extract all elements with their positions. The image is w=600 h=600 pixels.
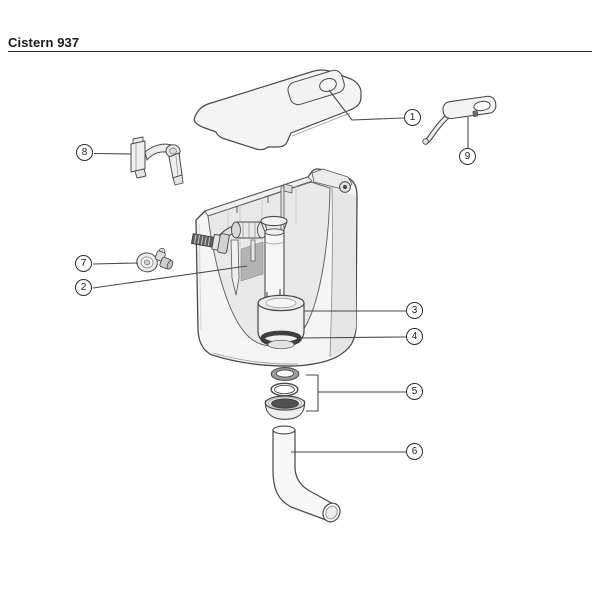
lever-bracket-drawing [130, 136, 184, 186]
fill-valve-drawing [191, 221, 267, 296]
flush-pipe-drawing [272, 425, 341, 523]
callout-6: 6 [406, 443, 423, 460]
callout-1: 1 [404, 109, 421, 126]
overflow-tube-drawing [260, 183, 293, 298]
callout-7: 7 [75, 255, 92, 272]
callout-3: 3 [406, 302, 423, 319]
page-title: Cistern 937 [8, 35, 80, 50]
callout-2: 2 [75, 279, 92, 296]
inlet-screw-drawing [136, 247, 174, 273]
leader-lines [92, 89, 469, 453]
seal-kit-drawing [264, 367, 306, 420]
push-button-lever-drawing [422, 95, 497, 145]
flush-valve-drawing [257, 289, 305, 350]
callout-8: 8 [76, 144, 93, 161]
cistern-lid-drawing [193, 69, 362, 151]
callout-9: 9 [459, 148, 476, 165]
title-divider [8, 51, 592, 52]
callout-4: 4 [406, 328, 423, 345]
callout-5: 5 [406, 383, 423, 400]
